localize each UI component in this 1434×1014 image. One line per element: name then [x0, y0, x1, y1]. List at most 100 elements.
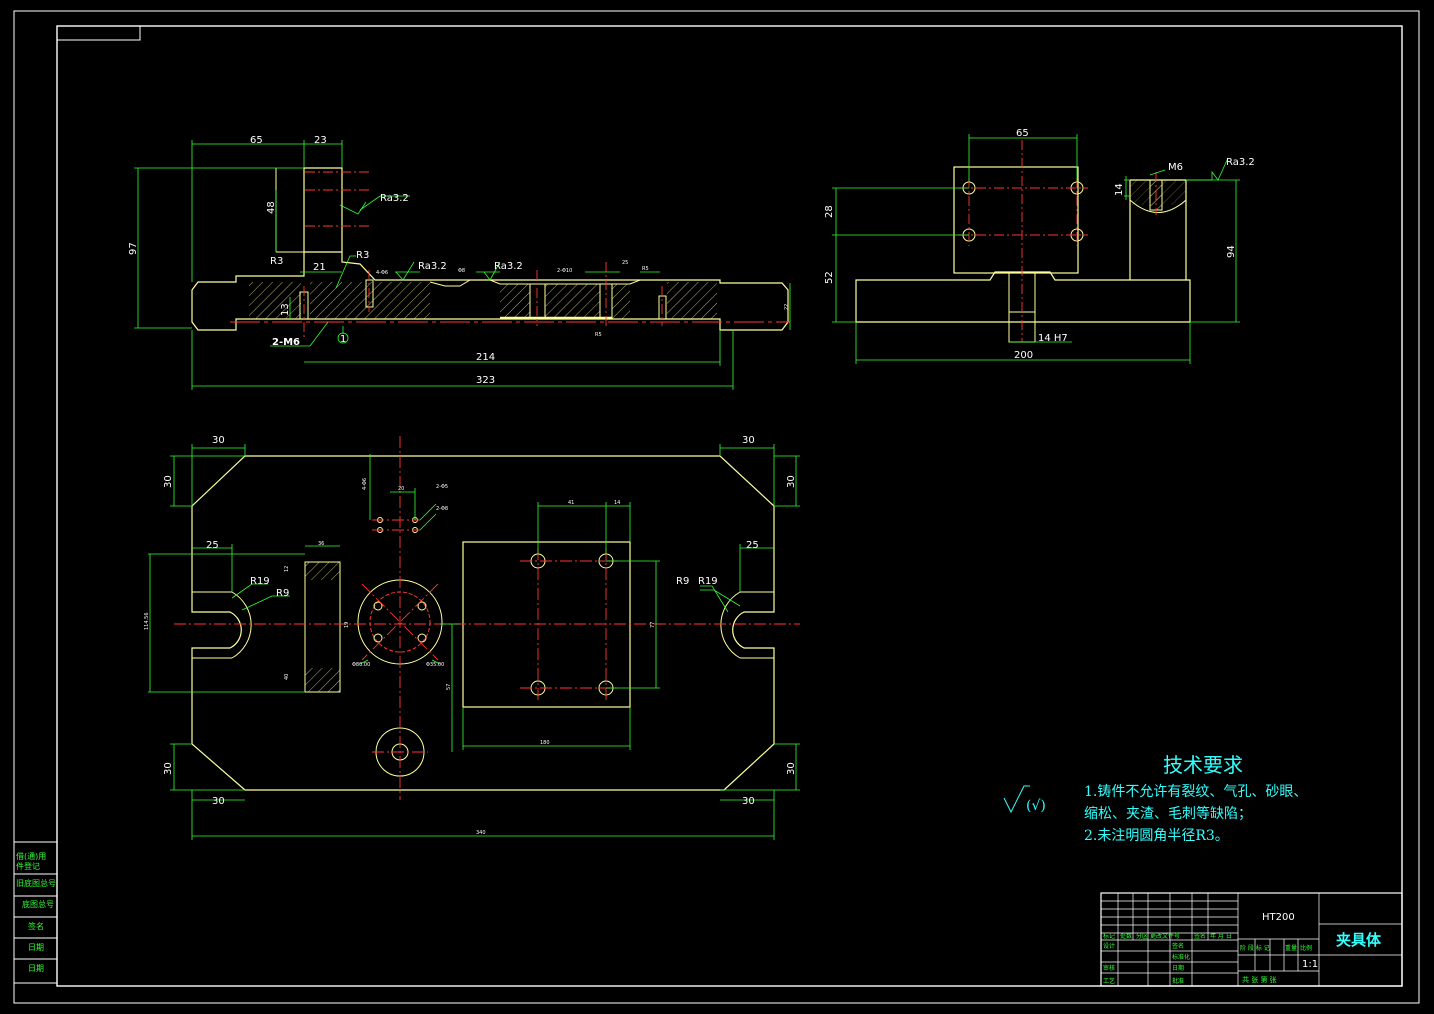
tb-header: 年 月 日	[1210, 932, 1232, 940]
dim-52: 52	[824, 271, 835, 284]
tb-review: 审核	[1103, 964, 1115, 972]
dim-25: 25	[746, 540, 759, 551]
roughness-label: Ra3.2	[494, 261, 523, 272]
dim-overall: 340	[476, 830, 486, 836]
small-dim: 4-Φ6	[362, 478, 368, 490]
tb-header: 更改文件号	[1150, 932, 1180, 940]
tb-sign: 签名	[1172, 942, 1184, 950]
small-dim: R5	[642, 266, 649, 272]
radius-r3-right: R3	[356, 250, 369, 261]
small-dim: 12	[284, 566, 290, 572]
part-name: 夹具体	[1336, 931, 1382, 949]
radius-r19: R19	[250, 576, 270, 587]
tb-sheet: 共 张 第 张	[1242, 975, 1277, 984]
small-dim: 22	[784, 304, 790, 310]
dim-13: 13	[280, 303, 291, 316]
dim-323: 323	[476, 375, 495, 386]
small-dim: 36	[318, 541, 324, 547]
small-dim: 114.56	[144, 613, 150, 631]
technical-requirements: 技术要求 1.铸件不允许有裂纹、气孔、砂眼、 缩松、夹渣、毛刺等缺陷； 2.未注…	[1084, 753, 1307, 844]
tb-scale-label: 比例	[1300, 944, 1312, 952]
tb-approve: 批准	[1172, 977, 1184, 985]
radius-r19: R19	[698, 576, 718, 587]
strip-label: 日期	[28, 943, 44, 952]
tb-weight: 重量	[1285, 944, 1297, 952]
material: HT200	[1262, 912, 1295, 923]
surface-finish-symbol: (√)	[1003, 785, 1046, 814]
small-dim: Φ35.00	[426, 662, 444, 668]
strip-label: 底图总号	[22, 899, 54, 909]
small-dim: R5	[595, 332, 602, 338]
dim-30: 30	[786, 475, 797, 488]
small-dim: Φ80.00	[352, 662, 370, 668]
strip-label: 借(通)用	[16, 851, 46, 861]
tb-date: 日期	[1172, 964, 1184, 972]
dim-94: 94	[1226, 245, 1237, 258]
dim-2-m6: 2-M6	[272, 337, 300, 348]
dim-25: 25	[206, 540, 219, 551]
tb-header: 处数	[1120, 932, 1132, 940]
tb-header: 签名	[1194, 932, 1206, 940]
datum-label: 1	[340, 334, 346, 345]
strip-label: 旧底图总号	[16, 878, 56, 888]
side-view: 65 28 52 94 14 200 14 H7 M6 Ra3.2	[824, 128, 1255, 364]
roughness-label: Ra3.2	[380, 193, 409, 204]
dim-65: 65	[1016, 128, 1029, 139]
small-dim: 19	[344, 622, 350, 628]
small-dim: 40	[284, 674, 290, 680]
dim-214: 214	[476, 352, 495, 363]
tb-header: 标记	[1103, 932, 1115, 940]
small-dim: 25	[622, 260, 628, 266]
small-dim: 2-Φ10	[557, 268, 572, 274]
top-view: 30 30 30 30 30 30 30 30 25 25 R19 R9 R9 …	[144, 435, 800, 840]
tb-scale: 1:1	[1302, 959, 1318, 970]
dim-48: 48	[266, 201, 277, 214]
strip-label: 签名	[28, 921, 44, 931]
small-dim: 2-Φ5	[436, 484, 448, 490]
left-strip: 借(通)用 件登记 旧底图总号 底图总号 签名 日期 日期	[13, 841, 58, 984]
radius-r9: R9	[276, 588, 289, 599]
tech-req-line: 1.铸件不允许有裂纹、气孔、砂眼、	[1084, 784, 1307, 800]
dim-30: 30	[163, 762, 174, 775]
small-dim: 41	[568, 500, 574, 506]
tb-header: 分区	[1136, 932, 1148, 940]
dim-30: 30	[163, 475, 174, 488]
dim-23: 23	[314, 135, 327, 146]
dim-30: 30	[742, 435, 755, 446]
small-dim: 20	[398, 486, 404, 492]
fit-14h7: 14 H7	[1038, 333, 1068, 344]
front-view: 65 23 97 48 21 214 323 13 2-M6 R3 R3 Ra3…	[128, 135, 791, 390]
thread-m6: M6	[1168, 162, 1183, 173]
drawing-frame	[13, 10, 1420, 1004]
tb-standard: 标准化	[1172, 953, 1190, 961]
dim-65: 65	[250, 135, 263, 146]
dim-30: 30	[786, 762, 797, 775]
strip-label: 件登记	[16, 861, 40, 871]
dim-30: 30	[212, 796, 225, 807]
small-dim: 57	[446, 684, 452, 690]
tech-req-line: 2.未注明圆角半径R3。	[1084, 828, 1229, 844]
roughness-label: Ra3.2	[418, 261, 447, 272]
radius-r9: R9	[676, 576, 689, 587]
small-dim: 77	[650, 622, 656, 628]
small-dim: 2-Φ8	[436, 506, 448, 512]
dim-14: 14	[1114, 183, 1125, 196]
tb-process: 工艺	[1103, 977, 1115, 985]
small-dim: 180	[540, 740, 550, 746]
surface-finish-text: (√)	[1026, 798, 1046, 814]
tech-req-line: 缩松、夹渣、毛刺等缺陷；	[1084, 805, 1252, 822]
tb-designer: 设计	[1103, 942, 1115, 950]
dim-200: 200	[1014, 350, 1033, 361]
tb-stage: 阶 段 标 记	[1240, 944, 1270, 952]
dim-30: 30	[742, 796, 755, 807]
radius-r3-left: R3	[270, 256, 283, 267]
roughness-label: Ra3.2	[1226, 157, 1255, 168]
dim-21: 21	[313, 262, 326, 273]
title-block: HT200 夹具体 标记 处数 分区 更改文件号 签名 年 月 日 设计 标准化…	[1100, 892, 1403, 987]
dim-30: 30	[212, 435, 225, 446]
small-dim: 4-Φ6	[376, 270, 388, 276]
dim-97: 97	[128, 242, 139, 255]
dim-28: 28	[824, 205, 835, 218]
small-dim: Φ8	[458, 268, 465, 274]
